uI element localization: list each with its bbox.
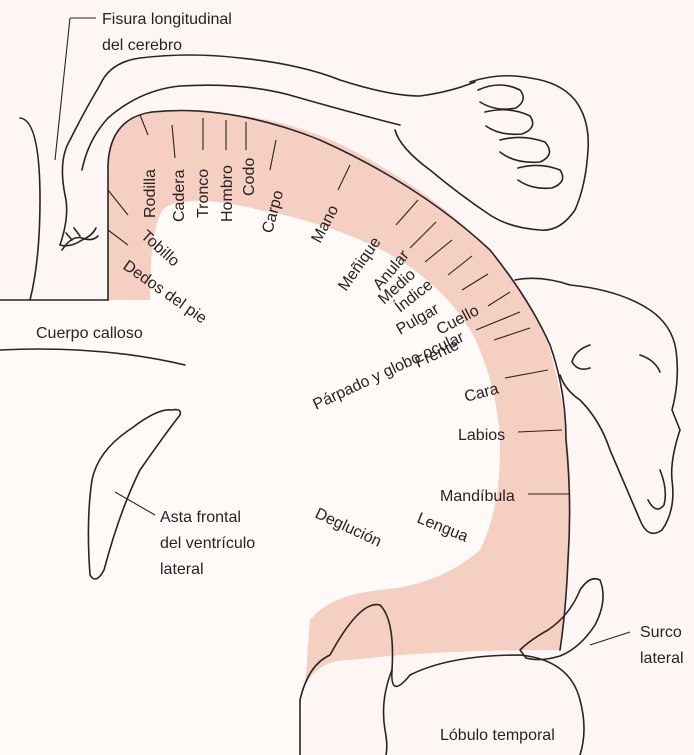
label-asta-1: Asta frontal [160, 509, 241, 526]
temporal-fold [384, 670, 392, 755]
label-labios: Labios [458, 427, 505, 444]
label-rodilla: Rodilla [142, 169, 159, 218]
label-hombro: Hombro [219, 165, 236, 222]
label-codo: Codo [241, 158, 258, 196]
label-asta-3: lateral [160, 561, 204, 578]
left-hemisphere-edge [20, 118, 40, 300]
leader-surco [590, 632, 630, 645]
label-surco-2: lateral [640, 650, 684, 667]
label-asta-2: del ventrículo [160, 535, 255, 552]
label-surco-1: Surco [640, 624, 682, 641]
label-lobulo-temporal: Lóbulo temporal [440, 727, 555, 744]
label-fisura-2: del cerebro [102, 37, 182, 54]
label-fisura-1: Fisura longitudinal [102, 11, 232, 28]
label-tronco: Tronco [195, 169, 212, 218]
label-cuerpo-calloso: Cuerpo calloso [36, 325, 143, 342]
label-cadera: Cadera [171, 169, 188, 222]
leader-fisura-drop [55, 18, 70, 160]
label-mandibula: Mandíbula [440, 488, 515, 505]
